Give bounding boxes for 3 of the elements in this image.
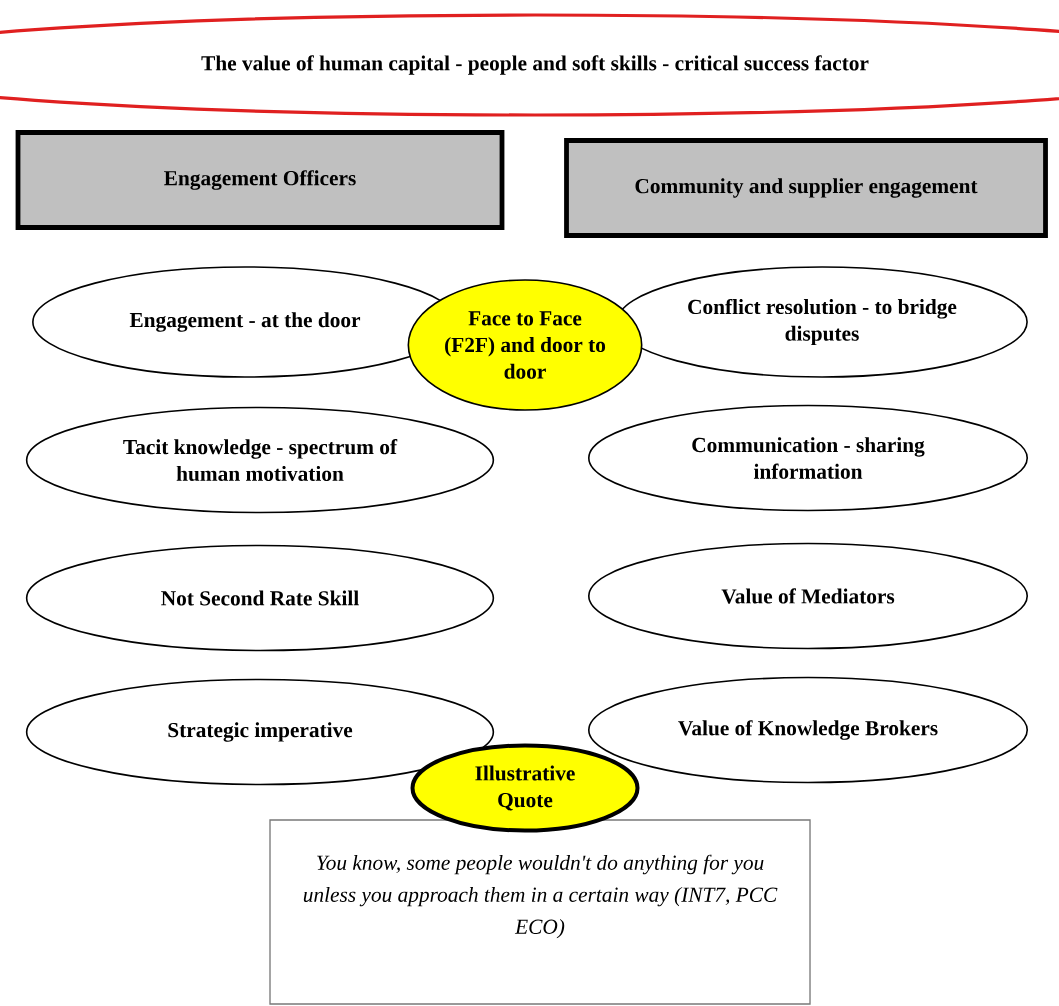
heading-box: Community and supplier engagement xyxy=(564,138,1048,238)
quote-box: You know, some people wouldn't do anything for you unless you approach them in a certain way (INT7, PCC ECO) xyxy=(269,819,811,1005)
heading-box: Engagement Officers xyxy=(15,130,505,230)
